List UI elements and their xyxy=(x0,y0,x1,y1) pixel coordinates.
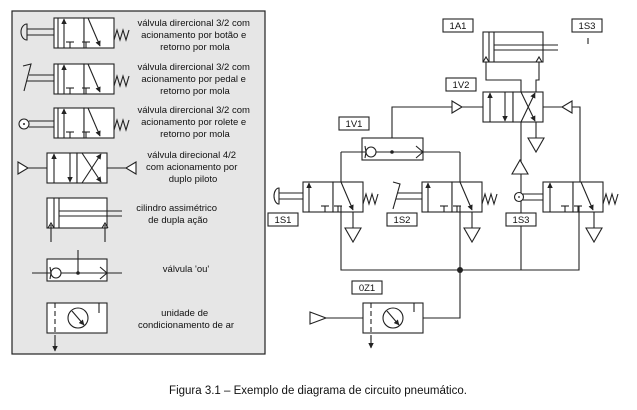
exhaust-up xyxy=(511,158,529,175)
or-valve-1v1 xyxy=(341,137,460,161)
air-unit-0z1 xyxy=(309,302,424,349)
legend-symbol-roller-valve xyxy=(18,107,130,139)
svg-text:1S3: 1S3 xyxy=(513,215,530,226)
legend-symbol-cylinder xyxy=(46,197,122,242)
tag-0z1: 0Z1 xyxy=(351,280,383,295)
legend-text-3: válvula dirercional 3/2 com acionamento … xyxy=(137,105,252,140)
svg-text:1V1: 1V1 xyxy=(346,119,363,130)
svg-text:1S3: 1S3 xyxy=(579,21,596,32)
svg-text:0Z1: 0Z1 xyxy=(359,283,375,294)
tag-1s2: 1S2 xyxy=(386,212,418,227)
tag-1s1: 1S1 xyxy=(267,212,299,227)
cylinder-1a1 xyxy=(482,31,558,63)
exhaust-1v2 xyxy=(527,137,545,154)
legend-symbol-button-valve xyxy=(20,17,130,49)
legend-panel: válvula dirercional 3/2 com acionamento … xyxy=(11,10,266,355)
svg-text:1A1: 1A1 xyxy=(450,21,467,32)
legend-text-7: unidade de condicionamento de ar xyxy=(138,308,234,331)
tag-1s3-top: 1S3 xyxy=(571,18,603,33)
legend-symbol-pedal-valve xyxy=(22,63,130,95)
tag-1v1: 1V1 xyxy=(338,116,370,131)
legend-text-5: cilindro assimétrico de dupla ação xyxy=(136,203,219,226)
button-valve-1s1 xyxy=(273,181,379,213)
legend-text-1: válvula dirercional 3/2 com acionamento … xyxy=(137,18,252,53)
legend-symbol-or-valve xyxy=(32,250,122,282)
tag-1a1: 1A1 xyxy=(442,18,474,33)
circuit-diagram: 1A1 1S3 1V2 xyxy=(267,18,619,349)
svg-text:1S2: 1S2 xyxy=(394,215,411,226)
legend-text-6: válvula 'ou' xyxy=(163,264,210,275)
main-valve-1v2 xyxy=(451,91,573,123)
svg-text:1V2: 1V2 xyxy=(453,80,470,91)
tag-1s3: 1S3 xyxy=(505,212,537,227)
legend-text-4: válvula direcional 4/2 com acionamento p… xyxy=(146,150,240,185)
legend-symbol-air-unit xyxy=(46,302,108,352)
pedal-valve-1s2 xyxy=(392,181,498,213)
legend-symbol-pilot-valve xyxy=(17,152,137,184)
svg-text:1S1: 1S1 xyxy=(275,215,292,226)
legend-text-2: válvula dirercional 3/2 com acionamento … xyxy=(137,62,252,97)
figure-caption: Figura 3.1 – Exemplo de diagrama de circ… xyxy=(169,385,467,397)
roller-valve-1s3 xyxy=(513,181,619,213)
tag-1v2: 1V2 xyxy=(445,77,477,92)
